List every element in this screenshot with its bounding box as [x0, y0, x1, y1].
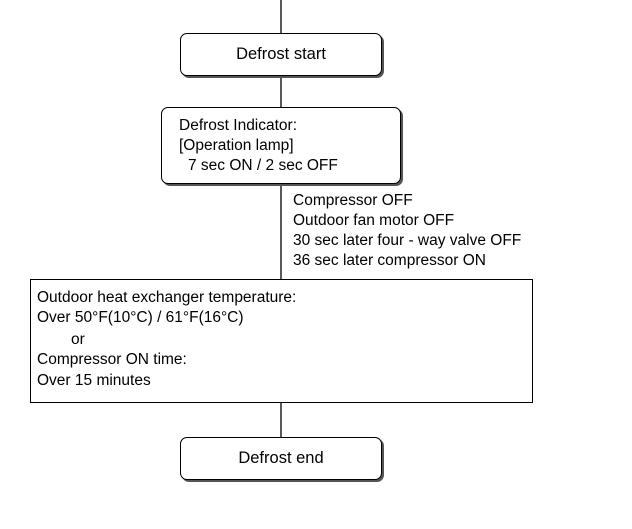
defrost-indicator-box: Defrost Indicator: [Operation lamp] 7 se… — [161, 107, 401, 184]
action-line-1: Compressor OFF — [293, 192, 413, 209]
defrost-start-label: Defrost start — [236, 45, 326, 63]
condition-line-4: Compressor ON time: — [37, 351, 187, 368]
defrost-end-box: Defrost end — [180, 437, 382, 480]
condition-line-3: or — [71, 331, 85, 348]
action-line-3: 30 sec later four - way valve OFF — [293, 232, 522, 249]
defrost-end-label: Defrost end — [238, 449, 324, 467]
condition-line-2: Over 50°F(10°C) / 61°F(16°C) — [37, 309, 244, 326]
defrost-end-condition-box: Outdoor heat exchanger temperature: Over… — [30, 279, 533, 403]
indicator-line-2: [Operation lamp] — [179, 137, 294, 154]
condition-line-5: Over 15 minutes — [37, 372, 151, 389]
defrost-start-box: Defrost start — [180, 33, 382, 76]
indicator-line-3: 7 sec ON / 2 sec OFF — [188, 157, 338, 174]
action-line-4: 36 sec later compressor ON — [293, 252, 486, 269]
condition-line-1: Outdoor heat exchanger temperature: — [37, 289, 297, 306]
action-line-2: Outdoor fan motor OFF — [293, 212, 455, 229]
indicator-line-1: Defrost Indicator: — [179, 117, 298, 134]
